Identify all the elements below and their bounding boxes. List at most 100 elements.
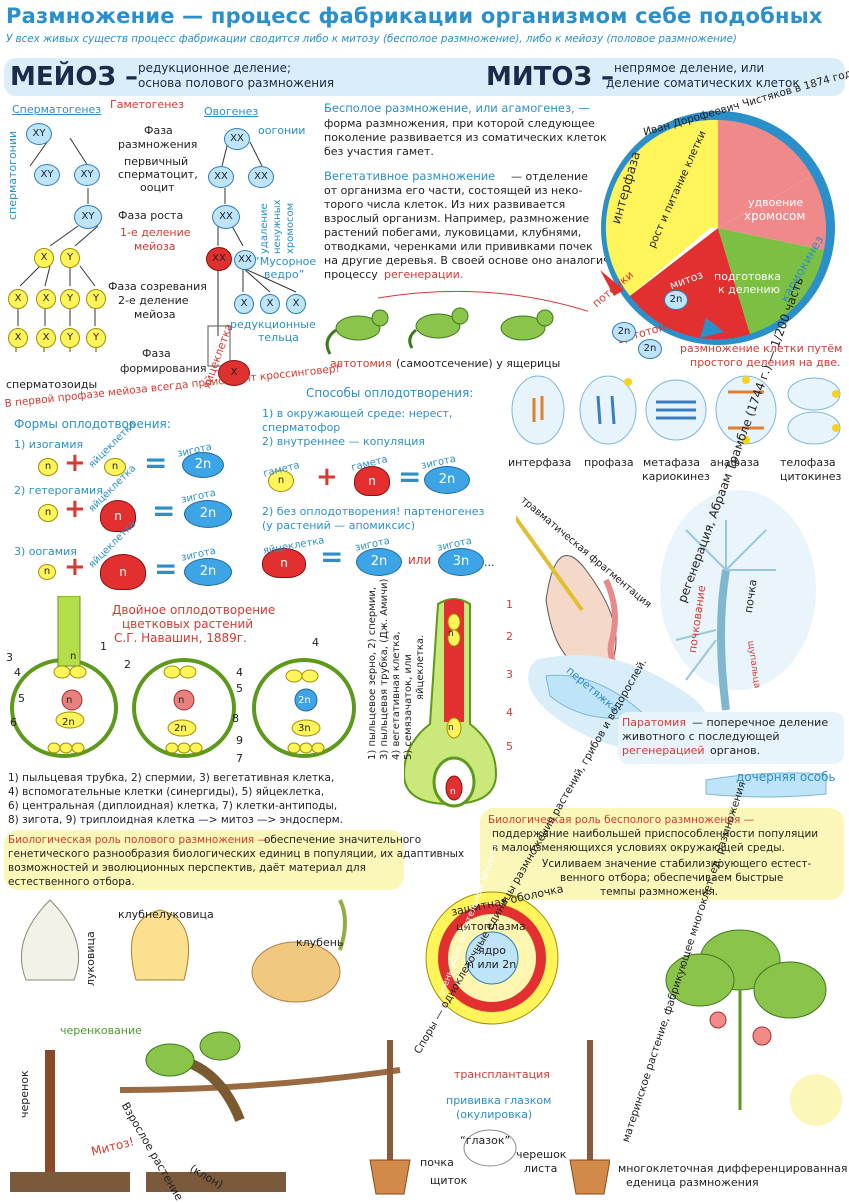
isogamy-label: 1) изогамия xyxy=(14,438,84,451)
vegetative-body-4: взрослый организм. Например, размножение xyxy=(324,212,590,225)
double-title-3: С.Г. Навашин, 1889г. xyxy=(114,631,247,645)
budding-graft-1: прививка глазком xyxy=(446,1094,552,1107)
garbage-1: “Мусорное xyxy=(254,255,317,268)
cell-xx-primary: XX xyxy=(212,205,240,229)
spore-nucleus-2: n или 2n xyxy=(467,958,517,971)
corm-label: клубнелуковица xyxy=(118,908,214,921)
banner xyxy=(4,58,845,96)
cell-xx: XX xyxy=(248,166,274,188)
double-legend-1: 1) пыльцевая трубка, 2) спермии, 3) веге… xyxy=(8,772,335,784)
asexual-role-box xyxy=(480,808,844,900)
double-title-1: Двойное оплодотворение xyxy=(112,603,276,617)
autotomy-label: автотомия xyxy=(330,357,392,370)
sexual-role-body-1: обеспечение значительного xyxy=(264,834,422,846)
way-1b: сперматофор xyxy=(262,421,341,434)
egg-cell-x: X xyxy=(218,360,250,386)
n-label: n xyxy=(66,695,73,706)
vegetative-title: Вегетативное размножение xyxy=(324,169,496,183)
phase-kariokinez: кариокинез xyxy=(642,470,710,483)
equals-sign: = xyxy=(398,460,422,493)
n-label: n xyxy=(70,651,77,662)
cell-x: X xyxy=(8,289,28,309)
sperm-x: X xyxy=(8,328,28,348)
division-1: размножение клетки путём xyxy=(680,342,843,355)
num-7: 7 xyxy=(236,752,243,765)
cell-y: Y xyxy=(60,248,80,268)
asexual-role-body-3: Усиливаем значение стабилизирующего есте… xyxy=(542,858,812,870)
oogonia-label: оогонии xyxy=(258,124,306,137)
double-fertilization-diagram xyxy=(10,596,356,758)
paratomy-body-1: — поперечное деление xyxy=(692,716,829,729)
cell-xy: XY xyxy=(74,164,100,186)
petiole-2: листа xyxy=(524,1162,558,1175)
spore-cytoplasm: цитоплазма xyxy=(456,920,526,933)
regeneration-word: регенерации. xyxy=(384,268,464,281)
polar-body: X xyxy=(260,294,280,314)
phase-anaphase: анафаза xyxy=(710,456,760,469)
num-5: 5 xyxy=(18,692,25,705)
zygote: 2n xyxy=(184,558,232,586)
forms-title: Формы оплодотворения: xyxy=(14,417,171,431)
plus-sign: + xyxy=(64,448,86,478)
cell-xx-small: XX xyxy=(234,250,256,270)
pollen-num-3: 3 xyxy=(506,668,513,681)
num-4b: 4 xyxy=(236,666,243,679)
phase-sozr-3: мейоза xyxy=(134,308,176,321)
meiosis-title: МЕЙОЗ – xyxy=(10,62,139,92)
cell-y: Y xyxy=(86,289,106,309)
dots: ... xyxy=(484,556,495,569)
asexual-body-1: форма размножения, при которой следующее xyxy=(324,117,595,130)
gamete: n xyxy=(38,504,58,522)
phase-cytokinez: цитокинез xyxy=(780,470,842,483)
phase-sozr-2: 2-е деление xyxy=(118,294,189,307)
double-title-2: цветковых растений xyxy=(122,617,254,631)
first-division-2: мейоза xyxy=(134,240,176,253)
way-1a: 1) в окружающей среде: нерест, xyxy=(262,407,453,420)
bulb-label: луковица xyxy=(84,931,97,986)
pollen-num-1: 1 xyxy=(506,598,513,611)
equals-sign: = xyxy=(154,552,178,585)
paratomy-regeneration: регенерацией xyxy=(622,744,705,757)
first-division-1: 1-е деление xyxy=(120,226,191,239)
cell-xy: XY xyxy=(26,123,52,145)
paratomy-title: Паратомия xyxy=(622,716,686,729)
pollen-num-5: 5 xyxy=(506,740,513,753)
vegetative-body-8: процессу xyxy=(324,268,378,281)
n-label: n xyxy=(178,695,185,706)
gamete: n xyxy=(268,470,294,492)
garbage-2: ведро” xyxy=(264,268,305,281)
phase-interphase: интерфаза xyxy=(508,456,572,469)
pollen-n: n xyxy=(448,629,454,639)
n2-label: 2n xyxy=(62,717,75,728)
grafting-illustration xyxy=(369,1040,610,1195)
equals-sign: = xyxy=(320,540,344,573)
vegetative-body-6: отводками, черенками или прививками поче… xyxy=(324,240,593,253)
zygote-3n: 3n xyxy=(438,548,484,576)
gamete: n xyxy=(104,458,126,476)
num-4c: 4 xyxy=(312,636,319,649)
cell-xx: XX xyxy=(208,166,234,188)
phase-rosta: Фаза роста xyxy=(118,209,184,222)
phase-form-2: формирования xyxy=(120,362,207,375)
asexual-role-body-4: венного отбора; обеспечиваем быстрые xyxy=(560,872,784,884)
oogamy-label: 3) оогамия xyxy=(14,545,77,558)
asexual-body-3: без участия гамет. xyxy=(324,145,434,158)
gamete: n xyxy=(38,564,56,580)
n2-label: 2n xyxy=(174,723,187,734)
num-1: 1 xyxy=(100,640,107,653)
double-legend-4: 8) зигота, 9) триплоидная клетка —> мито… xyxy=(8,814,344,826)
vegetative-body-7: на другие деревья. В своей основе оно ан… xyxy=(324,254,624,267)
spore-nucleus-1: ядро xyxy=(478,944,506,957)
multicell-2: едeница размножения xyxy=(626,1176,759,1189)
meiosis-desc-1: редукционное деление; xyxy=(138,61,291,75)
cycle-cell: 2n xyxy=(664,290,688,310)
double-legend-2: 4) вспомогательные клетки (синергиды), 5… xyxy=(8,786,325,798)
pollen-tube xyxy=(404,598,498,808)
lizards xyxy=(325,290,588,355)
sexual-role-title: Биологическая роль полового размножения … xyxy=(8,834,269,846)
gamete: n xyxy=(38,458,58,476)
no-fertilization-2: (у растений — апомиксис) xyxy=(262,519,416,532)
sexual-role-body-2: генетического разнообразия биологических… xyxy=(8,848,465,860)
doubling-1: удвоение xyxy=(748,196,804,209)
removal-3: хромосом xyxy=(285,202,296,254)
